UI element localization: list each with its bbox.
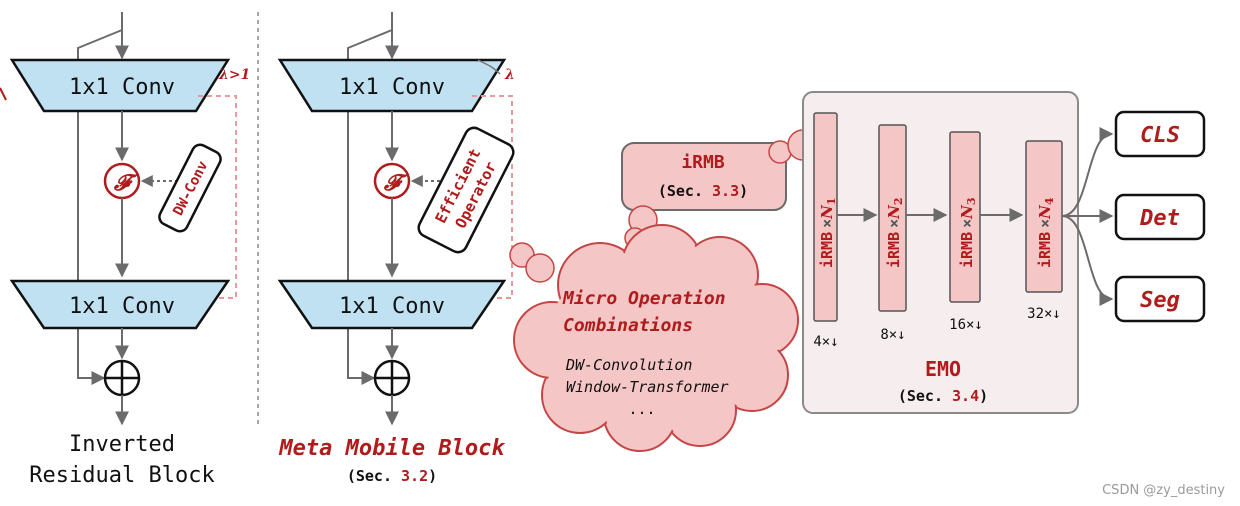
stage-scale: 16×↓ (949, 317, 983, 333)
mmb-section-ref: (Sec. 3.2) (347, 467, 437, 485)
stage-scale: 4×↓ (813, 334, 838, 350)
det-head (1114, 193, 1206, 241)
lambda-label: λ>1 (218, 67, 250, 83)
conv-bottom-shape (277, 279, 507, 330)
svg-text:iRMB×N1: iRMB×N1 (818, 197, 838, 268)
meta-mobile-block: 1x1 Conv λ 𝓕 Efficient Operator 1x1 Conv… (277, 12, 515, 485)
conv-bottom-label: 1x1 Conv (339, 294, 445, 319)
conv-bottom-shape (9, 279, 231, 330)
emo-title: EMO (925, 357, 961, 381)
inverted-residual-block: 1x1 Conv λ>1 𝓕 DW-Conv 1x1 Conv Inverted… (0, 12, 250, 488)
conv-top-shape (9, 58, 231, 113)
dwconv-box (158, 143, 222, 233)
emo-panel: iRMB×N1 4×↓ iRMB×N2 8×↓ iRMB×N3 16×↓ (802, 91, 1079, 414)
cls-label: CLS (1140, 123, 1180, 148)
left-caption-line2: Residual Block (29, 463, 214, 488)
seg-head (1114, 275, 1206, 323)
cls-head (1114, 110, 1206, 158)
cloud-title-line2: Combinations (563, 315, 693, 336)
svg-text:iRMB×N3: iRMB×N3 (958, 197, 978, 268)
det-label: Det (1139, 206, 1180, 231)
lambda-label: λ (504, 67, 515, 83)
conv-bottom-label: 1x1 Conv (69, 294, 175, 319)
svg-text:iRMB×N4: iRMB×N4 (1036, 197, 1056, 268)
watermark: CSDN @zy_destiny (1102, 483, 1225, 498)
emo-stage: iRMB×N3 16×↓ (949, 131, 983, 333)
conv-top-shape (277, 58, 507, 113)
cloud-title-line1: Micro Operation (562, 288, 726, 309)
irmb-section-ref: (Sec. 3.3) (658, 182, 748, 200)
left-caption-line1: Inverted (69, 432, 175, 457)
irmb-box (621, 142, 787, 211)
cloud-item3: ... (628, 400, 655, 418)
efficient-operator-box (417, 126, 515, 254)
emo-box (802, 91, 1079, 414)
add-node (373, 359, 411, 397)
irmb-title: iRMB (681, 152, 725, 173)
stage-label: iRMB (818, 232, 836, 268)
svg-text:iRMB×N2: iRMB×N2 (885, 197, 905, 268)
cloud-item1: DW-Convolution (565, 356, 692, 374)
emo-stage: iRMB×N2 8×↓ (878, 124, 907, 343)
conv-top-label: 1x1 Conv (69, 75, 175, 100)
micro-operation-cloud: Micro Operation Combinations DW-Convolut… (509, 224, 799, 452)
mmb-caption: Meta Mobile Block (278, 436, 505, 461)
emo-stage: iRMB×N4 32×↓ (1025, 140, 1063, 322)
conv-top-label: 1x1 Conv (339, 75, 445, 100)
output-heads: CLS Det Seg (1061, 110, 1206, 323)
emo-section-ref: (Sec. 3.4) (898, 387, 988, 405)
stage-scale: 32×↓ (1027, 306, 1061, 322)
stage-scale: 8×↓ (880, 327, 905, 343)
emo-stage: iRMB×N1 4×↓ (813, 112, 839, 350)
add-node (103, 359, 141, 397)
cloud-item2: Window-Transformer (566, 378, 729, 396)
seg-label: Seg (1140, 288, 1180, 313)
